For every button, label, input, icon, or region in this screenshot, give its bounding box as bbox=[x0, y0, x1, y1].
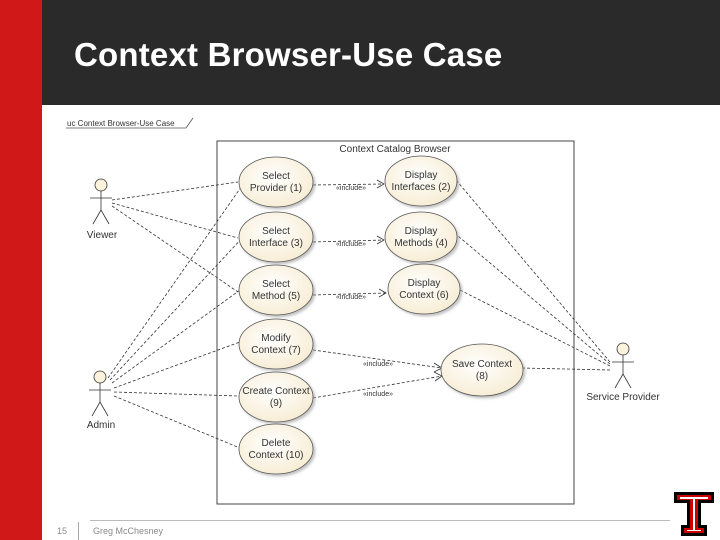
include-arrows bbox=[312, 183, 443, 399]
use-case-label: Method (5) bbox=[252, 291, 300, 302]
frame-label: uc Context Browser-Use Case bbox=[67, 119, 175, 128]
use-case-create-context[interactable]: Create Context (9) bbox=[238, 371, 314, 423]
use-case-label: Create Context bbox=[242, 386, 309, 397]
include-label: «include» bbox=[363, 361, 393, 368]
slide-title: Context Browser-Use Case bbox=[74, 36, 503, 73]
actor-viewer-label: Viewer bbox=[87, 230, 118, 241]
actor-service-provider-label: Service Provider bbox=[586, 392, 660, 403]
use-case-label: Provider (1) bbox=[250, 183, 302, 194]
use-case-label: Save Context bbox=[452, 359, 512, 370]
use-case-label: Display bbox=[408, 278, 441, 289]
use-case-label: Interfaces (2) bbox=[392, 182, 451, 193]
use-case-modify-context[interactable]: Modify Context (7) bbox=[238, 318, 314, 370]
include-label: «include» bbox=[336, 185, 366, 192]
diagram-frame: uc Context Browser-Use Case bbox=[66, 117, 194, 129]
title-band bbox=[42, 0, 720, 105]
author: Greg McChesney bbox=[93, 526, 164, 536]
include-label: «include» bbox=[336, 294, 366, 301]
use-case-label: Methods (4) bbox=[394, 238, 447, 249]
use-case-label: Interface (3) bbox=[249, 238, 303, 249]
actor-viewer[interactable] bbox=[90, 178, 112, 225]
footer-divider bbox=[78, 522, 79, 540]
use-case-label: Context (6) bbox=[399, 290, 448, 301]
boundary-label: Context Catalog Browser bbox=[339, 144, 451, 155]
include-label: «include» bbox=[363, 391, 393, 398]
use-case-label: Display bbox=[405, 226, 438, 237]
use-case-display-interfaces[interactable]: Display Interfaces (2) bbox=[384, 155, 458, 207]
use-case-delete-context[interactable]: Delete Context (10) bbox=[238, 423, 314, 475]
use-case-label: Select bbox=[262, 171, 290, 182]
use-case-label: Select bbox=[262, 279, 290, 290]
use-case-display-methods[interactable]: Display Methods (4) bbox=[384, 211, 458, 263]
double-t-logo-icon bbox=[674, 492, 714, 536]
use-case-label: Select bbox=[262, 226, 290, 237]
use-case-label: Delete bbox=[262, 438, 291, 449]
left-red-band bbox=[0, 0, 42, 540]
include-label: «include» bbox=[336, 241, 366, 248]
use-case-select-interface[interactable]: Select Interface (3) bbox=[238, 211, 314, 263]
use-case-display-context[interactable]: Display Context (6) bbox=[387, 263, 461, 315]
page-number: 15 bbox=[57, 526, 68, 536]
use-case-label: Display bbox=[405, 170, 438, 181]
use-case-save-context[interactable]: Save Context (8) bbox=[440, 343, 524, 397]
association-lines bbox=[107, 179, 611, 449]
actor-service-provider[interactable] bbox=[612, 342, 634, 389]
use-case-label: (8) bbox=[476, 371, 488, 382]
use-case-select-provider[interactable]: Select Provider (1) bbox=[238, 156, 314, 208]
use-case-diagram: uc Context Browser-Use Case Context Cata… bbox=[66, 117, 660, 505]
use-case-label: Context (7) bbox=[251, 345, 300, 356]
use-case-label: Modify bbox=[261, 333, 290, 344]
actor-admin[interactable] bbox=[89, 370, 111, 417]
actor-admin-label: Admin bbox=[87, 420, 115, 431]
use-case-select-method[interactable]: Select Method (5) bbox=[238, 264, 314, 316]
use-case-label: Context (10) bbox=[248, 450, 303, 461]
footer-rule bbox=[90, 520, 670, 521]
use-case-label: (9) bbox=[270, 398, 282, 409]
